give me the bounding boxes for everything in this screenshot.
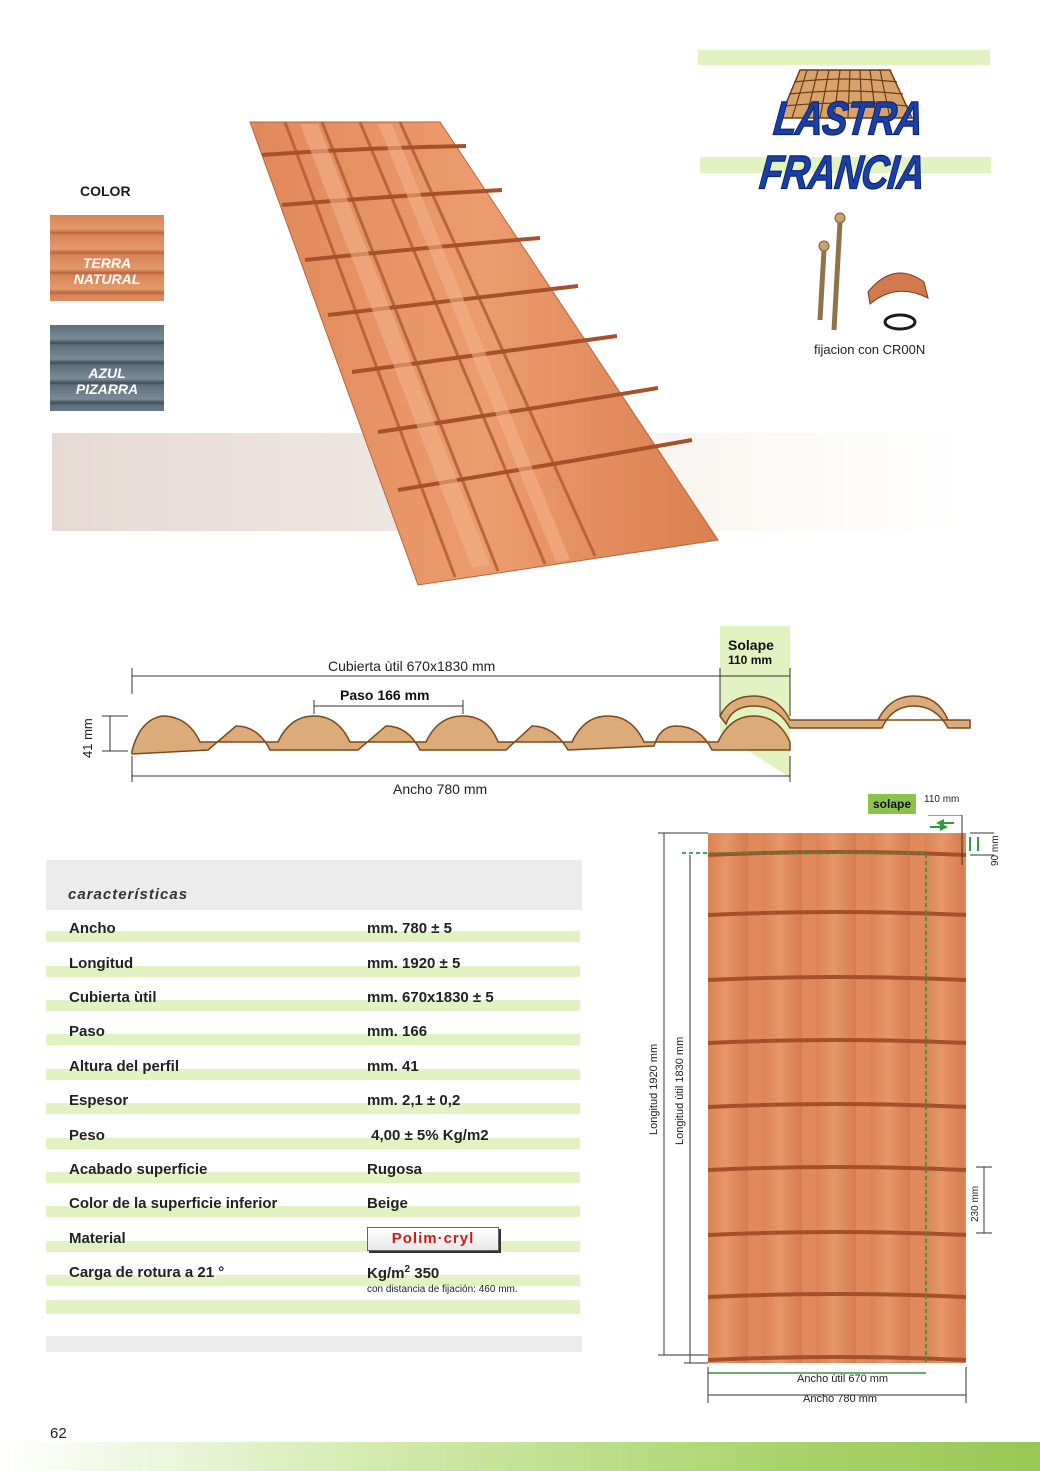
profile-solape-title: Solape [728,637,774,653]
spec-label: Espesor [69,1092,129,1109]
spec-label: Cubierta ùtil [69,989,157,1006]
spec-value: 4,00 ± 5% Kg/m2 [367,1127,489,1144]
spec-value: mm. 2,1 ± 0,2 [367,1092,461,1109]
sheet-ancho-util: Ancho ùtil 670 mm [797,1373,889,1385]
specs-header: características [46,860,582,910]
sheet-module-mm: 230 mm [970,1185,981,1222]
spec-note: con distancia de fijación: 460 mm. [367,1284,518,1295]
spec-row-acabado: Acabado superficie Rugosa [46,1159,580,1193]
profile-height-label: 41 mm [80,718,95,758]
spec-label: Peso [69,1127,105,1144]
sheet-solape-mm: 110 mm [924,794,960,805]
spec-label: Acabado superficie [69,1161,208,1178]
polimcryl-logo: Polim·cryl [367,1227,499,1251]
sheet-longitud-util: Longitud ùtil 1830 mm [674,1036,686,1145]
color-title: COLOR [80,183,131,199]
spec-row-altura: Altura del perfil mm. 41 [46,1056,580,1090]
spec-value: mm. 166 [367,1023,428,1040]
sheet-front-view [658,815,994,1403]
spec-label: Color de la superficie inferior [69,1195,278,1212]
spec-empty-band [46,1300,580,1314]
spec-value: mm. 780 ± 5 [367,920,452,937]
spec-row-material: Material Polim·cryl [46,1227,580,1262]
spec-value: Beige [367,1195,408,1212]
profile-ancho-label: Ancho 780 mm [393,781,488,797]
spec-value: mm. 1920 ± 5 [367,955,461,972]
screw-fixing-icon [817,212,929,331]
sheet-top-mm: 90 mm [990,835,1001,866]
profile-diagram [102,626,971,782]
spec-row-peso: Peso 4,00 ± 5% Kg/m2 [46,1125,580,1159]
specs-title: características [68,886,189,903]
spec-label: Ancho [69,920,116,937]
logo-band-top [698,50,990,65]
spec-label: Paso [69,1023,105,1040]
spec-value: Kg/m2 350 [367,1264,440,1282]
profile-paso-label: Paso 166 mm [340,687,430,703]
spec-row-espesor: Espesor mm. 2,1 ± 0,2 [46,1090,580,1124]
spec-row-paso: Paso mm. 166 [46,1021,580,1055]
spec-value: mm. 41 [367,1058,419,1075]
spec-row-longitud: Longitud mm. 1920 ± 5 [46,953,580,987]
sheet-longitud-total: Longitud 1920 mm [648,1043,660,1135]
spec-value: Rugosa [367,1161,423,1178]
fixing-caption: fijacion con CR00N [814,342,926,357]
solape-badge: solape [868,794,916,814]
logo-wordmark: LASTRA FRANCIA [757,93,928,200]
profile-cubierta-label: Cubierta ùtil 670x1830 mm [328,658,496,674]
logo-roof-icon [778,69,914,119]
spec-row-carga: Carga de rotura a 21 ° Kg/m2 350 con dis… [46,1262,580,1296]
profile-solape-value: 110 mm [728,653,773,667]
sheet-ancho-total: Ancho 780 mm [803,1393,877,1405]
spec-row-ancho: Ancho mm. 780 ± 5 [46,918,580,952]
footer-green-band [0,1442,1040,1471]
logo-band-bottom [700,157,991,173]
page-number: 62 [50,1425,67,1442]
spec-label: Material [69,1230,126,1247]
spec-label: Carga de rotura a 21 ° [69,1264,225,1281]
spec-row-cubierta: Cubierta ùtil mm. 670x1830 ± 5 [46,987,580,1021]
spec-value: mm. 670x1830 ± 5 [367,989,494,1006]
roof-sheet-image [249,121,719,586]
spec-row-color-inferior: Color de la superficie inferior Beige [46,1193,580,1227]
spec-label: Longitud [69,955,134,972]
spec-label: Altura del perfil [69,1058,180,1075]
spec-footer-band [46,1336,582,1352]
